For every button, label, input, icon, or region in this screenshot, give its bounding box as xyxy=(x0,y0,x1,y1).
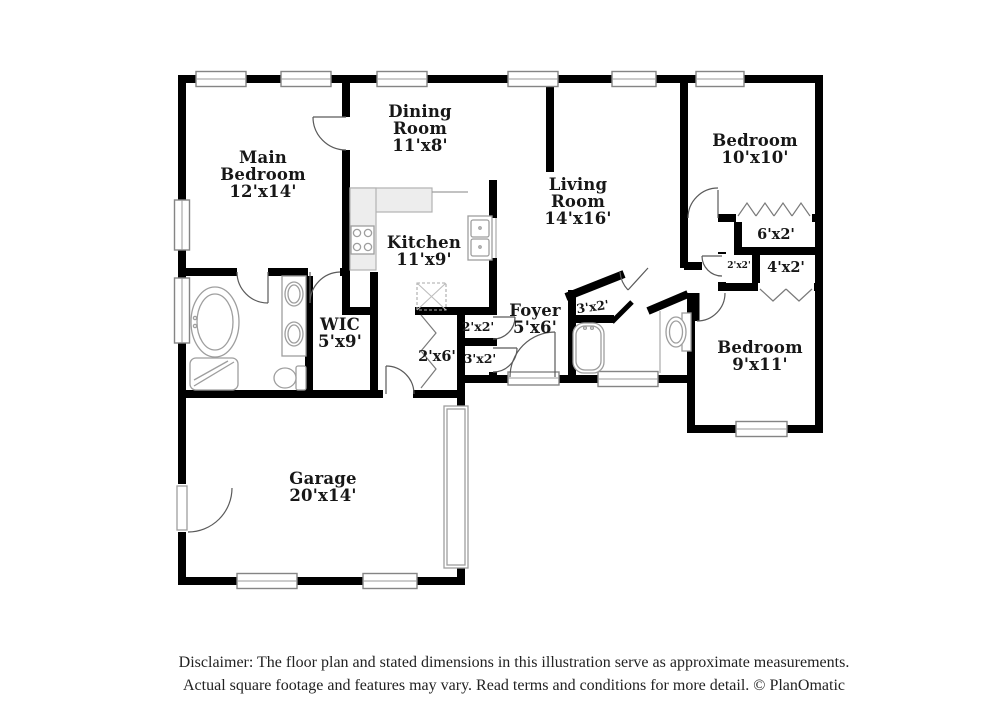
label-line: 9'x11' xyxy=(732,355,788,374)
label-line: Living xyxy=(549,175,608,194)
door-hall-bath xyxy=(619,267,649,291)
door-wic xyxy=(309,271,341,304)
label-line: Bedroom xyxy=(712,131,798,150)
bifold-doors xyxy=(420,201,813,389)
label-line: Bedroom xyxy=(717,338,803,357)
window xyxy=(173,199,191,251)
window xyxy=(507,70,559,88)
pedestal-sink-icon xyxy=(665,312,692,352)
label-line: 5'x9' xyxy=(318,332,362,351)
window xyxy=(611,70,657,88)
window xyxy=(280,70,332,88)
garage-door-icon xyxy=(443,405,469,569)
hall-bathtub-icon xyxy=(572,322,605,374)
label-line: 12'x14' xyxy=(229,182,296,201)
bifold-closet-4x2 xyxy=(759,288,813,302)
label-line: Bedroom xyxy=(220,165,306,184)
stove-icon xyxy=(350,225,375,255)
doors xyxy=(176,116,726,533)
closet-label-2x6: 2'x6' xyxy=(418,348,456,365)
door-closet-3x2-angled-leaf xyxy=(610,300,634,324)
window xyxy=(597,370,659,388)
double-vanity-icon xyxy=(281,275,307,357)
closet-label-3x2-foyer: 3'x2' xyxy=(464,351,497,366)
disclaimer-line-2: Actual square footage and features may v… xyxy=(183,677,845,694)
label-line: Room xyxy=(551,192,605,211)
label-line: 10'x10' xyxy=(721,148,788,167)
room-label-garage: Garage 20'x14' xyxy=(289,469,356,505)
closet-label-4x2: 4'x2' xyxy=(767,259,805,276)
room-label-bedroom-9x11: Bedroom 9'x11' xyxy=(717,338,803,374)
label-line: Garage xyxy=(289,469,356,488)
window xyxy=(362,572,418,590)
label-line: Foyer xyxy=(509,301,561,320)
kitchen-sink-icon xyxy=(467,215,493,261)
label-line: 20'x14' xyxy=(289,486,356,505)
room-label-main-bedroom: Main Bedroom 12'x14' xyxy=(220,148,306,201)
closet-label-3x2-angled: 3'x2' xyxy=(576,297,610,316)
door-bedroom-9x11 xyxy=(694,292,726,322)
toilet-icon xyxy=(273,365,307,391)
door-garage-side xyxy=(176,485,233,533)
label-line: 11'x9' xyxy=(396,250,452,269)
window xyxy=(195,70,247,88)
disclaimer: Disclaimer: The floor plan and stated di… xyxy=(179,654,850,694)
disclaimer-line-1: Disclaimer: The floor plan and stated di… xyxy=(179,654,850,671)
label-line: Dining xyxy=(388,102,452,121)
label-line: 14'x16' xyxy=(544,209,611,228)
shower-icon xyxy=(189,357,239,391)
window xyxy=(695,70,745,88)
closet-label-2x2-hall: 2'x2' xyxy=(727,261,750,271)
room-label-foyer: Foyer 5'x6' xyxy=(509,301,561,337)
room-label-bedroom-10x10: Bedroom 10'x10' xyxy=(712,131,798,167)
label-line: Main xyxy=(239,148,287,167)
door-bedroom-10x10 xyxy=(687,187,719,219)
window xyxy=(236,572,298,590)
door-front-entry xyxy=(507,331,560,386)
bathtub-icon xyxy=(190,286,240,358)
room-label-living-room: Living Room 14'x16' xyxy=(544,175,611,228)
pantry-icon xyxy=(416,282,447,311)
door-hall-closet-2x2 xyxy=(701,255,723,277)
label-line: 5'x6' xyxy=(513,318,557,337)
bifold-closet-6x2 xyxy=(737,201,811,217)
room-label-dining-room: Dining Room 11'x8' xyxy=(388,102,452,155)
window xyxy=(735,420,788,438)
label-line: Kitchen xyxy=(387,233,461,252)
room-label-wic: WIC 5'x9' xyxy=(318,315,362,351)
fixtures xyxy=(189,187,692,569)
room-label-kitchen: Kitchen 11'x9' xyxy=(387,233,461,269)
bifold-closet-2x6 xyxy=(420,314,437,389)
door-foyer-closet-2x2 xyxy=(492,316,516,340)
closet-label-2x2-foyer: 2'x2' xyxy=(462,319,495,334)
door-main-bedroom xyxy=(312,116,347,151)
door-main-bath xyxy=(236,271,269,304)
closet-label-6x2: 6'x2' xyxy=(757,226,795,243)
door-foyer-closet-3x2 xyxy=(492,347,518,373)
label-line: WIC xyxy=(319,315,360,334)
windows xyxy=(173,70,788,590)
label-line: Room xyxy=(393,119,447,138)
window xyxy=(173,277,191,344)
window xyxy=(376,70,428,88)
door-garage-entry xyxy=(385,365,415,395)
label-line: 11'x8' xyxy=(392,136,448,155)
room-labels: Main Bedroom 12'x14' Dining Room 11'x8' … xyxy=(220,102,805,505)
